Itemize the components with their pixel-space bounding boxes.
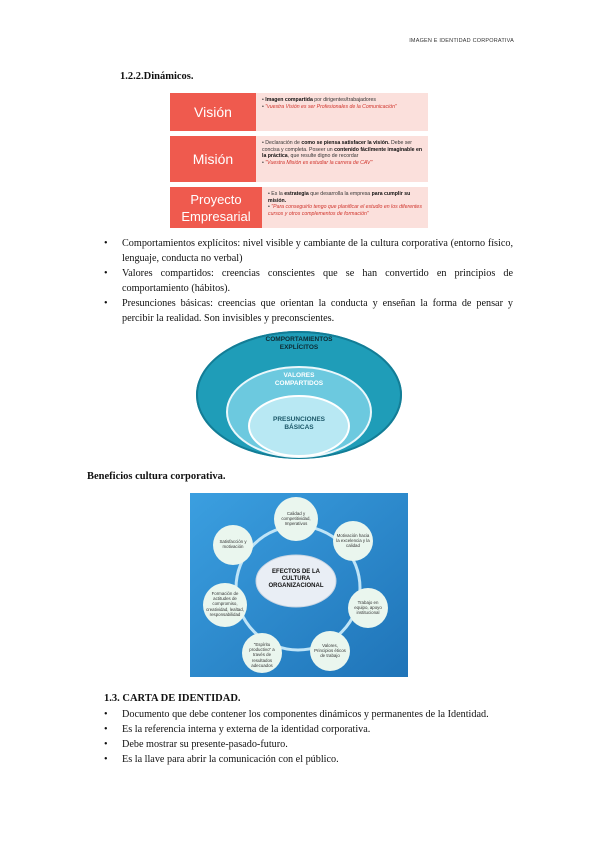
list-item: Es la referencia interna y externa de la…: [104, 722, 524, 737]
culture-effects-figure: EFECTOS DE LA CULTURA ORGANIZACIONAL Cal…: [190, 493, 408, 677]
node-circle-1: [274, 497, 318, 541]
mission-row: Misión • Declaración de como se piensa s…: [170, 136, 428, 182]
node-circle-7: [213, 525, 253, 565]
vision-row: Visión • Imagen compartida por dirigente…: [170, 93, 428, 131]
node-circle-3: [348, 588, 388, 628]
culture-layers-figure: COMPORTAMIENTOS EXPLÍCITOS VALORES COMPA…: [194, 330, 404, 460]
list-item: Valores compartidos: creencias conscient…: [104, 266, 513, 296]
mission-bold-b: contenido fácilmente imaginable en la pr…: [262, 146, 423, 160]
mission-bold-a: como se piensa satisfacer la visión.: [301, 140, 390, 146]
mission-text-a: Declaración de: [265, 140, 302, 146]
mission-text-c: , que resulte digno de recordar: [287, 153, 359, 160]
vision-rest: por dirigentes/trabajadores: [312, 97, 376, 103]
outer-layer-label: COMPORTAMIENTOS EXPLÍCITOS: [265, 336, 333, 351]
project-label: Proyecto Empresarial: [170, 187, 262, 228]
mission-label: Misión: [170, 136, 256, 182]
list-item: Presunciones básicas: creencias que orie…: [104, 296, 513, 326]
project-bold-b: para cumplir su misión.: [268, 191, 411, 204]
vision-bold: Imagen compartida: [265, 97, 313, 103]
cycle-node-label: Motivación hacia la excelencia y la cali…: [336, 533, 370, 549]
node-circle-4: [310, 631, 350, 671]
middle-layer-label: VALORES COMPARTIDOS: [274, 372, 324, 387]
cycle-center-label: EFECTOS DE LA CULTURA ORGANIZACIONAL: [268, 569, 324, 589]
node-circle-2: [333, 521, 373, 561]
cycle-svg: [190, 493, 408, 677]
center-ellipse: [255, 554, 337, 608]
node-circle-5: [242, 633, 282, 673]
vision-mission-figure: Visión • Imagen compartida por dirigente…: [170, 93, 428, 228]
project-text-a: Es la: [271, 191, 285, 197]
cycle-node-label: Formación de actitudes de compromiso, cr…: [206, 591, 244, 617]
node-circle-6: [203, 583, 247, 627]
mission-text: • Declaración de como se piensa satisfac…: [256, 136, 428, 182]
mission-quote: "Vuestra Misión es estudiar la carrera d…: [265, 159, 373, 166]
cycle-node-label: Valores, Principios éticos de trabajo: [314, 643, 346, 659]
project-row: Proyecto Empresarial • Es la estrategia …: [170, 187, 428, 228]
list-item: Debe mostrar su presente-pasado-futuro.: [104, 737, 524, 752]
list-item: Es la llave para abrir la comunicación c…: [104, 752, 524, 767]
section-title-dinamicos: 1.2.2.Dinámicos.: [120, 71, 194, 82]
cycle-node-label: Trabajo en equipo, apoyo institucional: [354, 600, 382, 616]
benefits-title: Beneficios cultura corporativa.: [87, 471, 226, 482]
vision-text: • Imagen compartida por dirigentes/traba…: [256, 93, 428, 131]
mission-text-b: Debe ser concisa y completa. Poseer un: [262, 140, 413, 153]
project-text-b: que desarrolla la empresa: [308, 191, 372, 197]
project-bold-a: estrategia: [284, 191, 309, 197]
project-text: • Es la estrategia que desarrolla la emp…: [262, 187, 428, 228]
inner-layer-label: PRESUNCIONES BÁSICAS: [272, 416, 325, 431]
inner-ellipse: [248, 395, 350, 457]
layers-svg: [196, 331, 402, 459]
list-item: Comportamientos explícitos: nivel visibl…: [104, 236, 513, 266]
project-quote: "Para conseguirlo tengo que planificar e…: [268, 204, 422, 217]
bullet-list-culture: Comportamientos explícitos: nivel visibl…: [104, 236, 513, 326]
bullet-list-carta: Documento que debe contener los componen…: [104, 707, 524, 767]
list-item: Documento que debe contener los componen…: [104, 707, 524, 722]
section-title-carta: 1.3. CARTA DE IDENTIDAD.: [104, 693, 241, 704]
cycle-node-label: Satisfacción y motivación: [219, 539, 247, 550]
cycle-node-label: "Espíritu productivo" a través de result…: [249, 642, 275, 668]
vision-quote: "vuestra Visión es ser Profesionales de …: [265, 103, 397, 110]
vision-label: Visión: [170, 93, 256, 131]
page-header: IMAGEN E IDENTIDAD CORPORATIVA: [409, 38, 514, 44]
cycle-node-label: Calidad y competitividad, Imperativos: [281, 511, 311, 527]
